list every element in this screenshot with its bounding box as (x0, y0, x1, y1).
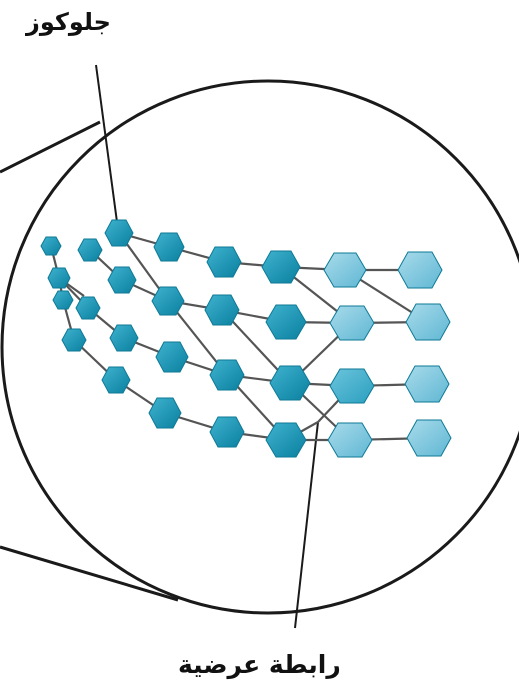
glucose-hexagon (207, 247, 241, 277)
glucose-hexagon (398, 252, 442, 288)
glucose-hexagon (210, 417, 244, 447)
glucose-hexagon (41, 237, 61, 255)
glucose-hexagon (205, 295, 239, 325)
glucose-hexagon (330, 306, 374, 340)
glucose-hexagon (53, 291, 73, 309)
glucose-hexagon (405, 366, 449, 402)
glucose-hexagon (330, 369, 374, 403)
glucose-hexagon (48, 268, 70, 288)
glucose-hexagon (407, 420, 451, 456)
glucose-hexagon (154, 233, 184, 261)
glucose-hexagon (328, 423, 372, 457)
cross-link-label: رابطة عرضية (178, 650, 341, 679)
glucose-label: جلوكوز (26, 8, 111, 36)
glucose-hexagon (210, 360, 244, 390)
glucose-hexagon (406, 304, 450, 340)
